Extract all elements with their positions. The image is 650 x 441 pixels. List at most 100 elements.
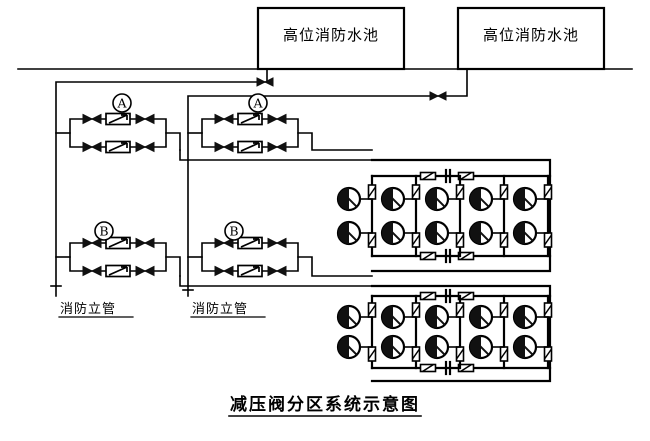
gauge-top-3-upper xyxy=(424,186,450,212)
bus-b-left-feed xyxy=(179,275,373,287)
drop-valve-right xyxy=(429,91,447,101)
zone-marker-b-left xyxy=(94,221,114,241)
riser-valve-top-5-upper xyxy=(543,184,553,200)
gauge-top-2-upper xyxy=(380,186,406,212)
title-text: 减压阀分区系统示意图 xyxy=(230,394,420,415)
riser-valve-bottom-1-upper xyxy=(367,302,377,318)
supply-run-left xyxy=(55,68,274,297)
prv-b-right-upper xyxy=(237,236,263,250)
riser-column-bottom-1 xyxy=(336,294,377,370)
check-valve-in-a-left-lower xyxy=(82,142,102,152)
riser-valve-top-3-lower xyxy=(455,232,465,248)
zone-marker-b-right xyxy=(224,221,244,241)
prv-b-left-upper xyxy=(105,236,131,250)
riser-column-top-1 xyxy=(336,174,377,258)
gauge-bottom-4-lower xyxy=(468,334,494,360)
gauge-top-3-lower xyxy=(424,220,450,246)
riser-column-bottom-5 xyxy=(512,294,553,370)
assembly-a-right[interactable]: A xyxy=(187,93,373,154)
riser-valve-bottom-2-lower xyxy=(411,346,421,362)
gauge-bottom-1-upper xyxy=(336,304,362,330)
prv-a-right-lower xyxy=(237,140,263,154)
check-valve-in-b-left-lower xyxy=(82,266,102,276)
gauge-bottom-2-upper xyxy=(380,304,406,330)
gauge-bottom-3-lower xyxy=(424,334,450,360)
prv-b-right-lower xyxy=(237,264,263,278)
zone-label-b-left: B xyxy=(99,224,108,239)
gauge-top-2-lower xyxy=(380,220,406,246)
riser-valve-bottom-5-upper xyxy=(543,302,553,318)
check-valve-out-b-left-upper xyxy=(135,238,155,248)
gauge-bottom-3-upper xyxy=(424,304,450,330)
riser-column-bottom-2 xyxy=(380,294,421,370)
standpipe-left-label: 消防立管 xyxy=(60,301,116,317)
prv-b-left-lower xyxy=(105,264,131,278)
riser-column-top-2 xyxy=(380,174,421,258)
riser-valve-top-1-lower xyxy=(367,232,377,248)
check-valve-in-b-left-upper xyxy=(82,238,102,248)
check-valve-out-b-right-lower xyxy=(267,266,287,276)
check-valve-out-a-left-upper xyxy=(135,114,155,124)
gauge-bottom-1-lower xyxy=(336,334,362,360)
check-valve-in-a-right-upper xyxy=(214,114,234,124)
riser-column-top-3 xyxy=(424,174,465,258)
diagram-title: 减压阀分区系统示意图 xyxy=(228,394,422,417)
riser-column-top-5 xyxy=(512,174,553,258)
drop-valve-left xyxy=(256,77,274,87)
gauge-top-1-lower xyxy=(336,220,362,246)
assembly-b-left[interactable]: B xyxy=(55,221,181,278)
gauge-bottom-4-upper xyxy=(468,304,494,330)
gauge-bottom-5-upper xyxy=(512,304,538,330)
grid-top[interactable] xyxy=(336,158,553,273)
riser-valve-top-2-upper xyxy=(411,184,421,200)
riser-column-bottom-3 xyxy=(424,294,465,370)
zone-marker-a-left xyxy=(112,93,132,113)
gauge-top-4-upper xyxy=(468,186,494,212)
prv-a-right-upper xyxy=(237,112,263,126)
riser-column-top-4 xyxy=(468,174,509,258)
riser-valve-bottom-3-upper xyxy=(455,302,465,318)
riser-valve-top-4-lower xyxy=(499,232,509,248)
riser-valve-bottom-5-lower xyxy=(543,346,553,362)
prv-a-left-upper xyxy=(105,112,131,126)
zone-label-a-right: A xyxy=(252,96,263,111)
header-valve-top-1 xyxy=(419,171,437,181)
header-valve-bgrid-top-1 xyxy=(419,291,437,301)
check-valve-in-a-left-upper xyxy=(82,114,102,124)
riser-valve-top-2-lower xyxy=(411,232,421,248)
tank-left-label: 高位消防水池 xyxy=(283,26,379,44)
check-valve-out-a-left-lower xyxy=(135,142,155,152)
gauge-top-1-upper xyxy=(336,186,362,212)
riser-valve-bottom-4-upper xyxy=(499,302,509,318)
tank-left: 高位消防水池 xyxy=(256,6,406,71)
prv-a-left-lower xyxy=(105,140,131,154)
tank-right: 高位消防水池 xyxy=(456,6,606,71)
gauge-top-4-lower xyxy=(468,220,494,246)
riser-valve-top-3-upper xyxy=(455,184,465,200)
gauge-top-5-upper xyxy=(512,186,538,212)
riser-valve-bottom-2-upper xyxy=(411,302,421,318)
zone-marker-a-right xyxy=(248,93,268,113)
riser-column-bottom-4 xyxy=(468,294,509,370)
tank-right-label: 高位消防水池 xyxy=(483,26,579,44)
supply-run-right xyxy=(187,68,468,297)
assembly-a-left[interactable]: A xyxy=(55,93,181,154)
standpipe-left: 消防立管 xyxy=(58,301,134,318)
check-valve-out-a-right-upper xyxy=(267,114,287,124)
check-valve-in-a-right-lower xyxy=(214,142,234,152)
grid-bottom[interactable] xyxy=(336,284,553,383)
riser-valve-bottom-4-lower xyxy=(499,346,509,362)
riser-valve-bottom-1-lower xyxy=(367,346,377,362)
gauge-top-5-lower xyxy=(512,220,538,246)
zone-label-a-left: A xyxy=(116,96,127,111)
assembly-b-right[interactable]: B xyxy=(187,221,373,278)
check-valve-out-b-right-upper xyxy=(267,238,287,248)
zone-label-b-right: B xyxy=(229,224,238,239)
check-valve-out-b-left-lower xyxy=(135,266,155,276)
gauge-bottom-5-lower xyxy=(512,334,538,360)
bus-a-left-feed xyxy=(179,149,373,161)
riser-valve-bottom-3-lower xyxy=(455,346,465,362)
header-valve-bot-1 xyxy=(419,251,437,261)
